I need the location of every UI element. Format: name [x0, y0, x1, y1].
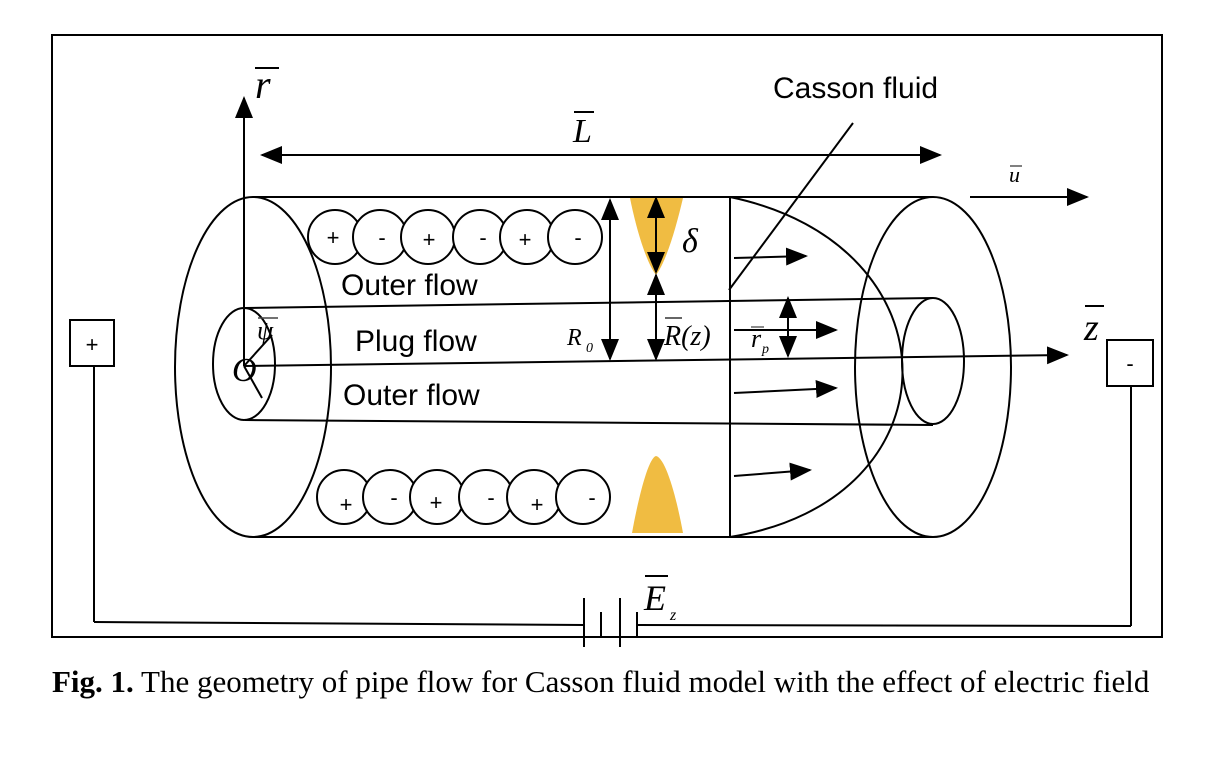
- ions-bottom-labels: + - + - + -: [340, 485, 596, 517]
- delta-label: δ: [682, 223, 699, 260]
- pipe-flow-diagram: + - + - + - + -: [51, 34, 1163, 647]
- ion-label: +: [531, 492, 544, 517]
- rp-label: r: [751, 324, 762, 353]
- rz-label: R(z): [663, 321, 711, 352]
- psi-label: ψ: [257, 316, 274, 345]
- ion-label: -: [479, 225, 486, 250]
- figure-caption: Fig. 1. The geometry of pipe flow for Ca…: [52, 662, 1182, 702]
- pipe-right-end: [854, 196, 1012, 538]
- velocity-arrow: [733, 462, 812, 481]
- ion-label: -: [574, 225, 581, 250]
- stenosis-bottom: [632, 456, 683, 533]
- r0-label: R: [566, 325, 582, 351]
- origin-label: O: [232, 352, 257, 389]
- casson-fluid-pointer: [728, 122, 854, 291]
- ions-top-labels: + - + - + -: [327, 225, 582, 252]
- velocity-arrows: [733, 247, 838, 481]
- velocity-arrow: [733, 379, 838, 398]
- ion-label: -: [588, 485, 595, 510]
- positive-terminal: [69, 319, 115, 367]
- ion-label: +: [519, 227, 532, 252]
- ion-label: +: [430, 490, 443, 515]
- ion-circle: [555, 469, 611, 525]
- ion-label: -: [390, 485, 397, 510]
- outer-flow-top-label: Outer flow: [341, 269, 478, 302]
- psi-angle-line: [243, 334, 273, 367]
- ion-label: +: [327, 225, 340, 250]
- plug-flow-label: Plug flow: [355, 325, 477, 358]
- rp-subscript: p: [761, 342, 769, 357]
- r0-subscript: 0: [586, 341, 593, 356]
- casson-fluid-label: Casson fluid: [773, 72, 938, 105]
- caption-text: The geometry of pipe flow for Casson flu…: [133, 664, 1150, 699]
- positive-terminal-label: +: [86, 332, 99, 357]
- pipe-left-end: [174, 196, 332, 538]
- pipe-cylinder: [174, 196, 1012, 538]
- ion-label: +: [423, 227, 436, 252]
- outer-flow-bottom-label: Outer flow: [343, 379, 480, 412]
- velocity-profile: [729, 196, 904, 538]
- ions-top: [307, 209, 603, 265]
- ions-bottom: [316, 469, 611, 525]
- length-label: L: [572, 113, 592, 150]
- psi-angle-line: [243, 365, 263, 399]
- electric-field-subscript: z: [669, 607, 677, 624]
- ion-label: +: [340, 492, 353, 517]
- velocity-arrow: [733, 247, 808, 266]
- negative-terminal: [1106, 339, 1154, 387]
- ion-label: -: [378, 225, 385, 250]
- ion-label: -: [487, 485, 494, 510]
- caption-label: Fig. 1.: [52, 664, 134, 699]
- battery-icon: [583, 598, 638, 647]
- electric-field-label: E: [643, 578, 666, 618]
- u-label: u: [1009, 162, 1020, 187]
- r-axis-label: r: [255, 62, 271, 107]
- circuit-wires: [93, 365, 1132, 627]
- z-axis-label: z: [1083, 307, 1099, 349]
- negative-terminal-label: -: [1126, 351, 1133, 376]
- plug-right-end: [901, 297, 965, 425]
- ion-circle: [458, 469, 514, 525]
- figure-frame: [51, 34, 1163, 638]
